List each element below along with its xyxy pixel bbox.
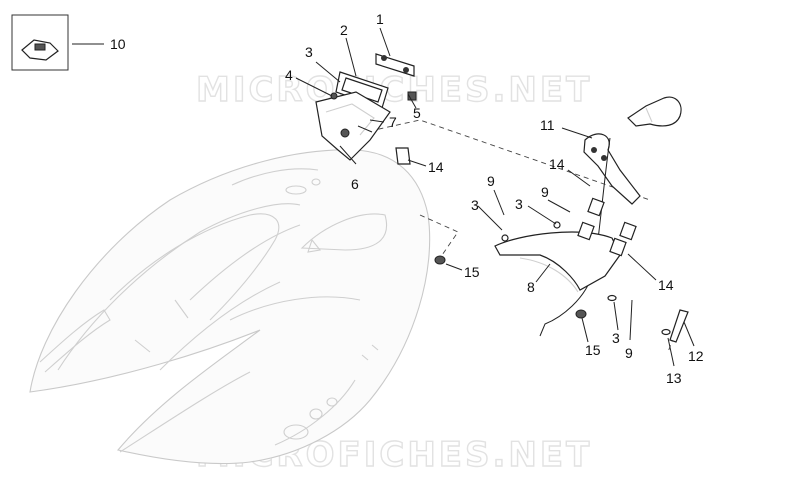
nut-left [434,255,446,265]
callout-3-mid: 3 [515,196,523,212]
callout-9-mid: 9 [541,184,549,200]
callout-7: 7 [389,114,397,130]
callout-13: 13 [666,370,682,386]
leader-lines [72,27,695,367]
callout-14-right: 14 [658,277,674,293]
callout-11: 11 [540,117,555,133]
spacer-left [395,147,411,165]
callout-5: 5 [413,105,421,121]
callout-3-right: 3 [612,330,620,346]
callout-9-left: 9 [487,173,495,189]
rear-bracket-assembly [494,96,689,343]
mount-line-right [419,214,459,259]
callout-14-upper: 14 [549,156,565,172]
callout-15-right: 15 [585,342,601,358]
callout-14-left: 14 [428,159,444,175]
callout-10: 10 [110,36,126,52]
callout-1: 1 [376,11,384,27]
callout-3-left: 3 [471,197,479,213]
callout-2: 2 [340,22,348,38]
callout-8: 8 [527,279,535,295]
clip-part-inset [11,14,69,71]
license-plate-holder-assembly [315,53,417,161]
callout-12: 12 [688,348,704,364]
callout-4: 4 [285,67,293,83]
callout-labels: 1 2 3 4 5 6 7 10 14 15 11 14 9 9 3 3 8 1… [110,11,704,386]
callout-15-left: 15 [464,264,480,280]
rear-body-fairing [29,149,431,465]
callout-6: 6 [351,176,359,192]
watermark-top: MICROFICHES.NET [196,70,592,110]
callout-3: 3 [305,44,313,60]
callout-9-right: 9 [625,345,633,361]
